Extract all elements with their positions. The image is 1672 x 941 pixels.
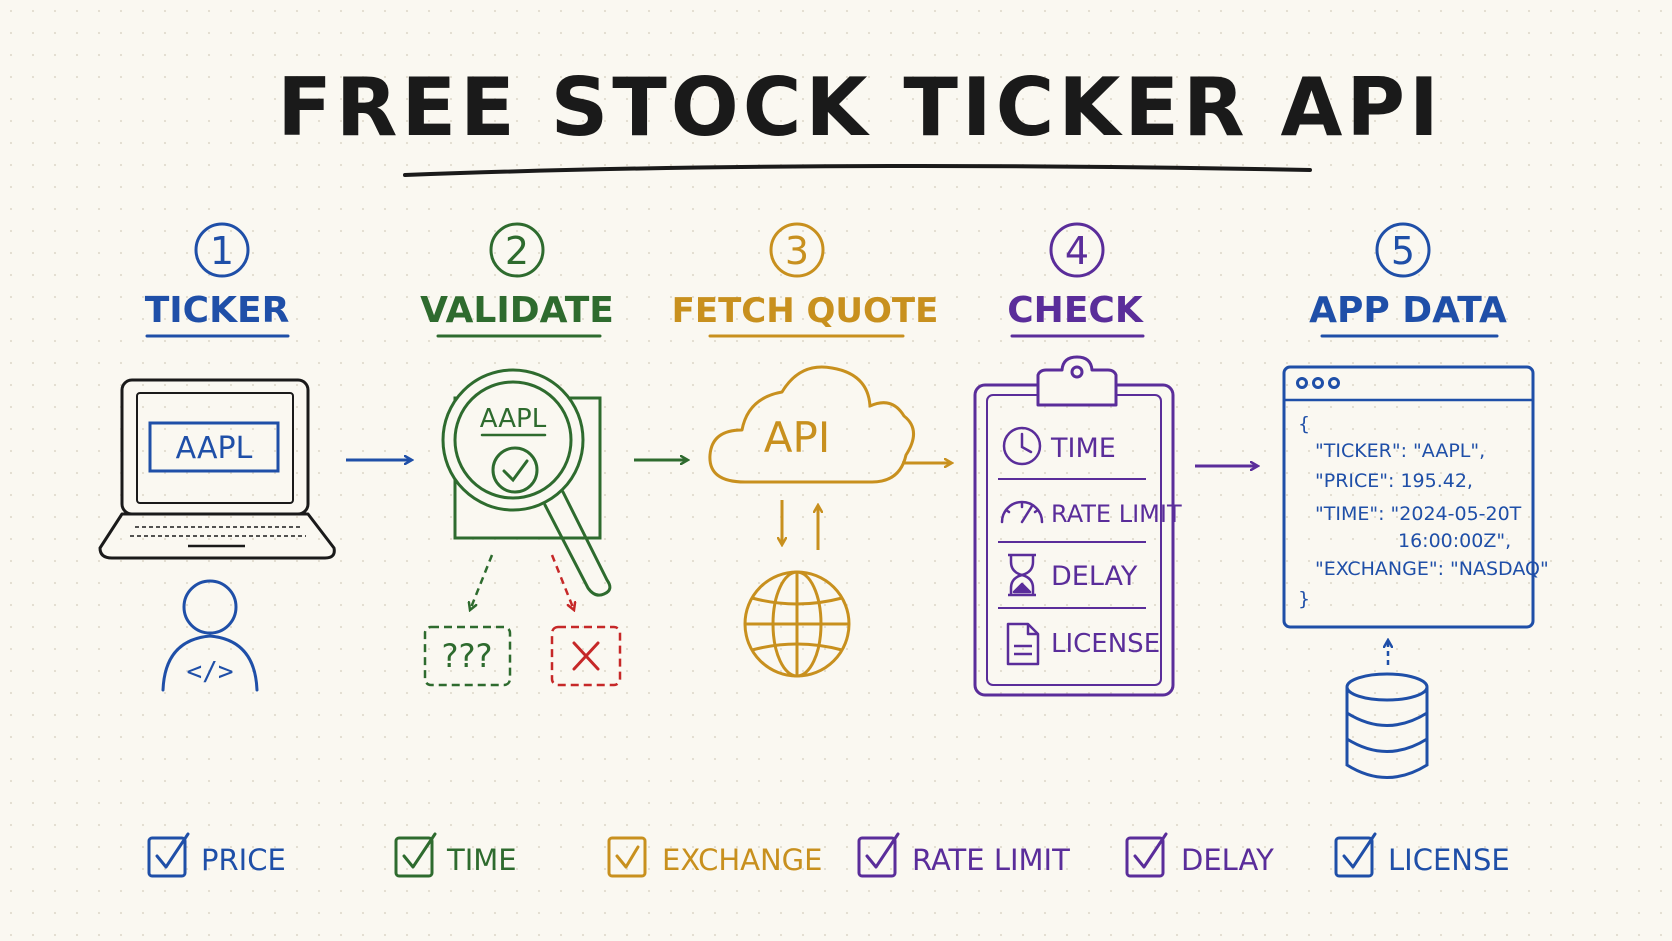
json-line: "TIME": "2024-05-20T [1315,503,1522,525]
checkbox-icon [394,836,434,878]
feature-license: LICENSE [1334,832,1510,878]
checklist-label-rate-limit: RATE LIMIT [1051,500,1182,528]
cloud-icon [708,365,915,484]
title-underline [403,164,1312,177]
clipboard-icon [973,355,1175,697]
checkmark-icon [615,845,640,869]
json-line: } [1298,588,1310,610]
step-number-circle [769,222,825,278]
checkmark-icon [155,832,190,869]
code-glyph: </> [187,657,234,687]
step-4-header: 4 CHECK [1007,222,1145,338]
checklist-label-license: LICENSE [1051,629,1160,659]
step-number: 5 [1391,229,1415,273]
hourglass-icon [1008,553,1036,597]
step-number: 1 [210,229,234,273]
feature-label: EXCHANGE [662,843,822,877]
step-2-header: 2 VALIDATE [420,222,614,338]
json-code-block: { "TICKER": "AAPL", "PRICE": 195.42, "TI… [1298,413,1549,610]
feature-label: DELAY [1181,843,1274,877]
step-number-circle [489,222,545,278]
checkmark-icon [1342,832,1377,869]
validate-doc-text: AAPL [480,404,547,434]
checklist-label-delay: DELAY [1051,561,1138,592]
checkbox-icon [147,836,187,878]
step-number-circle [194,222,250,278]
branch-arrow-unknown [470,554,494,610]
speedometer-icon [1000,500,1044,524]
browser-window-icon [1282,365,1535,629]
x-icon [572,641,600,671]
document-icon [1006,622,1040,666]
step-label: VALIDATE [420,290,614,331]
json-line: "EXCHANGE": "NASDAQ" [1315,558,1549,580]
feature-label: PRICE [201,843,286,877]
step-label: FETCH QUOTE [672,291,939,331]
json-line: { [1298,413,1310,435]
feature-label: TIME [446,843,517,877]
step-number-circle [1049,222,1105,278]
globe-icon [743,570,851,678]
branch-arrow-error [550,554,574,610]
feature-label: LICENSE [1388,843,1510,877]
checkmark-icon [1133,832,1168,869]
cloud-text: API [764,413,830,462]
laptop-icon [98,378,336,560]
json-line: "TICKER": "AAPL", [1315,440,1485,462]
json-line: "PRICE": 195.42, [1315,470,1473,492]
checkbox-icon [607,836,647,878]
feature-price: PRICE [147,832,286,878]
unknown-ticker-text: ??? [442,637,493,675]
checkmark-icon [865,832,900,869]
checklist-label-time: TIME [1050,433,1116,464]
step-5-header: 5 APP DATA [1309,222,1507,338]
step-3-header: 3 FETCH QUOTE [672,222,939,338]
step-number: 3 [785,229,809,273]
checkmark-icon [402,832,437,869]
ticker-input-box [148,421,280,473]
code-user-icon [161,579,259,692]
check-circle-icon [491,446,539,494]
step-label: CHECK [1007,290,1144,331]
feature-exchange: EXCHANGE [607,836,822,878]
step-label: TICKER [145,290,290,331]
feature-delay: DELAY [1125,832,1274,878]
step-number: 4 [1065,229,1089,273]
checkbox-icon [857,836,897,878]
checkbox-icon [1125,836,1165,878]
feature-label: RATE LIMIT [912,843,1070,877]
magnifier-icon [441,368,612,597]
error-box [550,625,622,687]
page-title: FREE STOCK TICKER API [277,61,1443,154]
checkbox-icon [1334,836,1374,878]
step-1-header: 1 TICKER [145,222,290,338]
step-number-circle [1375,222,1431,278]
json-line: 16:00:00Z", [1398,530,1511,552]
step-label: APP DATA [1309,290,1507,331]
clock-icon [1002,426,1042,466]
step-number: 2 [505,229,529,273]
ticker-input-text: AAPL [176,431,253,466]
feature-rate-limit: RATE LIMIT [857,832,1070,878]
unknown-ticker-box [423,625,512,687]
feature-time: TIME [394,832,517,878]
database-icon [1345,672,1429,779]
